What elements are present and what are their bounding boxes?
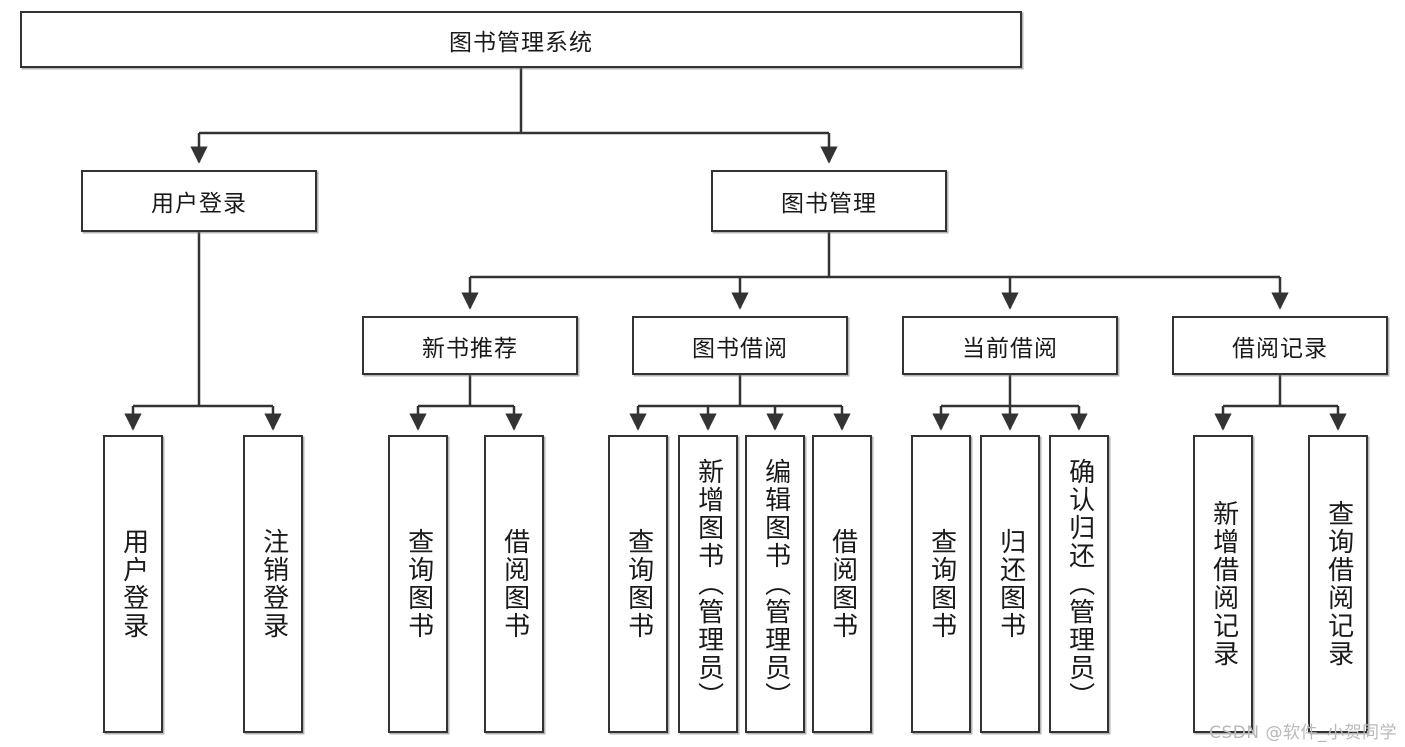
node-label: 编辑图书（管理员） <box>760 458 791 710</box>
leaf-user-logout[interactable]: 注销登录 <box>243 435 303 733</box>
leaf-query-book-current[interactable]: 查询图书 <box>911 435 971 733</box>
node-root-system[interactable]: 图书管理系统 <box>20 11 1022 68</box>
node-label: 确认归还（管理员） <box>1064 458 1095 710</box>
leaf-add-borrow-record[interactable]: 新增借阅记录 <box>1193 435 1253 733</box>
node-label: 新增图书（管理员） <box>693 458 724 710</box>
node-label: 查询图书 <box>403 528 434 640</box>
node-borrow-record[interactable]: 借阅记录 <box>1172 316 1388 375</box>
node-current-borrow[interactable]: 当前借阅 <box>902 316 1118 375</box>
node-new-book-recommendation[interactable]: 新书推荐 <box>362 316 578 375</box>
leaf-borrow-book-newbook[interactable]: 借阅图书 <box>484 435 544 733</box>
node-label: 图书管理系统 <box>449 29 593 56</box>
node-book-manage[interactable]: 图书管理 <box>711 170 947 232</box>
node-label: 借阅图书 <box>827 528 858 640</box>
node-label: 用户登录 <box>118 528 149 640</box>
node-user-login[interactable]: 用户登录 <box>81 170 317 232</box>
node-label: 查询图书 <box>926 528 957 640</box>
leaf-user-login[interactable]: 用户登录 <box>103 435 163 733</box>
node-label: 新增借阅记录 <box>1208 500 1239 668</box>
node-label: 查询图书 <box>623 528 654 640</box>
node-label: 查询借阅记录 <box>1323 500 1354 668</box>
node-book-borrow[interactable]: 图书借阅 <box>632 316 848 375</box>
leaf-borrow-book[interactable]: 借阅图书 <box>812 435 872 733</box>
leaf-query-book-borrow[interactable]: 查询图书 <box>608 435 668 733</box>
leaf-query-book-newbook[interactable]: 查询图书 <box>388 435 448 733</box>
leaf-query-borrow-record[interactable]: 查询借阅记录 <box>1308 435 1368 733</box>
leaf-return-book[interactable]: 归还图书 <box>980 435 1040 733</box>
node-label: 归还图书 <box>995 528 1026 640</box>
node-label: 借阅记录 <box>1232 335 1328 362</box>
node-label: 图书借阅 <box>692 335 788 362</box>
leaf-edit-book-admin[interactable]: 编辑图书（管理员） <box>745 435 805 733</box>
leaf-confirm-return-admin[interactable]: 确认归还（管理员） <box>1049 435 1109 733</box>
node-label: 图书管理 <box>781 191 877 217</box>
node-label: 当前借阅 <box>962 335 1058 362</box>
leaf-add-book-admin[interactable]: 新增图书（管理员） <box>678 435 738 733</box>
csdn-watermark: CSDN @软件_小贺同学 <box>1209 723 1397 743</box>
node-label: 注销登录 <box>258 528 289 640</box>
node-label: 借阅图书 <box>499 528 530 640</box>
node-label: 用户登录 <box>151 191 247 217</box>
node-label: 新书推荐 <box>422 335 518 362</box>
